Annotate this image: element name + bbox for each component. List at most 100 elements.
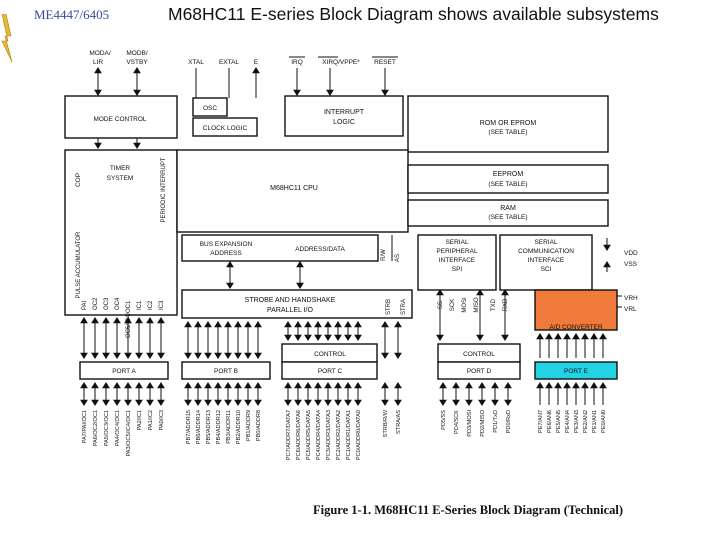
port-d-pin: PD1/TxD — [493, 410, 499, 433]
arrowhead — [157, 382, 165, 389]
port-a-pin: PA2/IC1 — [137, 410, 143, 430]
clock-logic-label: CLOCK LOGIC — [203, 125, 248, 132]
pin-reset: RESET — [374, 59, 396, 66]
pin-irq: IRQ — [291, 59, 303, 66]
bus-exp-label-2: ADDRESS — [210, 250, 242, 257]
spi-block — [417, 234, 497, 291]
bus-expansion-block — [181, 234, 379, 262]
pin-xtal: XTAL — [188, 59, 204, 66]
pin-xirq: XIRQ/VPPE* — [322, 59, 360, 66]
arrowhead — [344, 334, 352, 341]
strb-label: STRB — [386, 299, 392, 315]
arrowhead — [102, 382, 110, 389]
port-c-pin: PC1/ADDR1/DATA1 — [346, 410, 352, 460]
timer-signal: PAI — [82, 300, 88, 310]
strobe-pin: STRB/R/W — [383, 409, 389, 437]
rom-block — [407, 95, 609, 153]
cop-label: COP — [75, 173, 82, 187]
arrowhead — [91, 352, 99, 359]
arrowhead — [80, 317, 88, 324]
port-e-pin: PE4/AN4 — [565, 410, 571, 433]
port-c-label: PORT C — [318, 368, 343, 375]
arrowhead — [284, 399, 292, 406]
arrowhead — [436, 334, 444, 341]
pin-extal: EXTAL — [219, 59, 239, 66]
control-c-label: CONTROL — [314, 351, 346, 358]
arrowhead — [326, 89, 334, 96]
arrowhead — [394, 399, 402, 406]
arrowhead — [194, 352, 202, 359]
arrowhead — [344, 399, 352, 406]
arrowhead — [135, 352, 143, 359]
arrowhead — [294, 399, 302, 406]
arrowhead — [603, 261, 611, 268]
arrowhead — [324, 321, 332, 328]
arrowhead — [504, 382, 512, 389]
arrowhead — [294, 334, 302, 341]
arrowhead — [491, 399, 499, 406]
port-e-pin: PE3/AN3 — [574, 410, 580, 433]
port-b-block — [181, 361, 271, 380]
arrowhead — [91, 317, 99, 324]
arrowhead — [491, 382, 499, 389]
arrowhead — [324, 382, 332, 389]
timer-signal: OC2 — [93, 297, 99, 310]
port-c-pin: PC5/ADDR5/DATA5 — [306, 410, 312, 460]
arrowhead — [124, 352, 132, 359]
arrowhead — [234, 352, 242, 359]
sci-label-1: SERIAL — [534, 239, 558, 246]
arrowhead — [254, 382, 262, 389]
mode-control-block — [64, 95, 178, 139]
arrowhead — [465, 399, 473, 406]
port-b-pin: PB5/ADDR13 — [206, 410, 212, 444]
port-c-pin: PC3/ADDR3/DATA3 — [326, 410, 332, 460]
arrowhead — [124, 317, 132, 324]
arrowhead — [478, 399, 486, 406]
arrowhead — [536, 333, 544, 340]
port-d-pin: PD5/SS — [441, 410, 447, 430]
arrowhead — [324, 399, 332, 406]
arrowhead — [194, 399, 202, 406]
port-c-pin: PC0/ADDR0/DATA0 — [356, 410, 362, 460]
arrowhead — [478, 382, 486, 389]
addr-data-label: ADDRESS/DATA — [295, 246, 345, 253]
timer-system-block — [64, 149, 178, 316]
arrowhead — [381, 352, 389, 359]
arrowhead — [204, 321, 212, 328]
arrowhead — [94, 67, 102, 74]
arrowhead — [194, 321, 202, 328]
control-d-label: CONTROL — [463, 351, 495, 358]
pin-moda: MODA/ — [89, 50, 111, 57]
arrowhead — [590, 333, 598, 340]
arrowhead — [334, 321, 342, 328]
arrowhead — [294, 321, 302, 328]
arrowhead — [501, 289, 509, 296]
port-a-label: PORT A — [112, 368, 136, 375]
arrowhead — [334, 399, 342, 406]
port-a-pin: PA6/OC2/OC1 — [93, 410, 99, 446]
vrl-label: VRL — [624, 306, 637, 313]
adc-block — [534, 289, 618, 331]
arrowhead — [133, 142, 141, 149]
arrowhead — [91, 399, 99, 406]
arrowhead — [599, 333, 607, 340]
arrowhead — [581, 382, 589, 389]
arrowhead — [452, 399, 460, 406]
arrowhead — [244, 399, 252, 406]
arrowhead — [354, 334, 362, 341]
port-e-pin: PE7/AN7 — [538, 410, 544, 433]
arrowhead — [504, 399, 512, 406]
pin-vstby: VSTBY — [126, 59, 148, 66]
sci-signal: RXD — [503, 298, 509, 311]
port-e-pin: PE6/AN6 — [547, 410, 553, 433]
interrupt-label-1: INTERRUPT — [324, 109, 365, 116]
arrowhead — [214, 321, 222, 328]
port-a-pin: PA4/OC4/OC1 — [115, 410, 121, 446]
port-a-pin: PA1/IC2 — [148, 410, 154, 430]
arrowhead — [226, 261, 234, 268]
interrupt-logic-block — [284, 95, 404, 137]
arrowhead — [354, 321, 362, 328]
arrowhead — [234, 399, 242, 406]
arrowhead — [603, 244, 611, 251]
vrh-label: VRH — [624, 295, 638, 302]
